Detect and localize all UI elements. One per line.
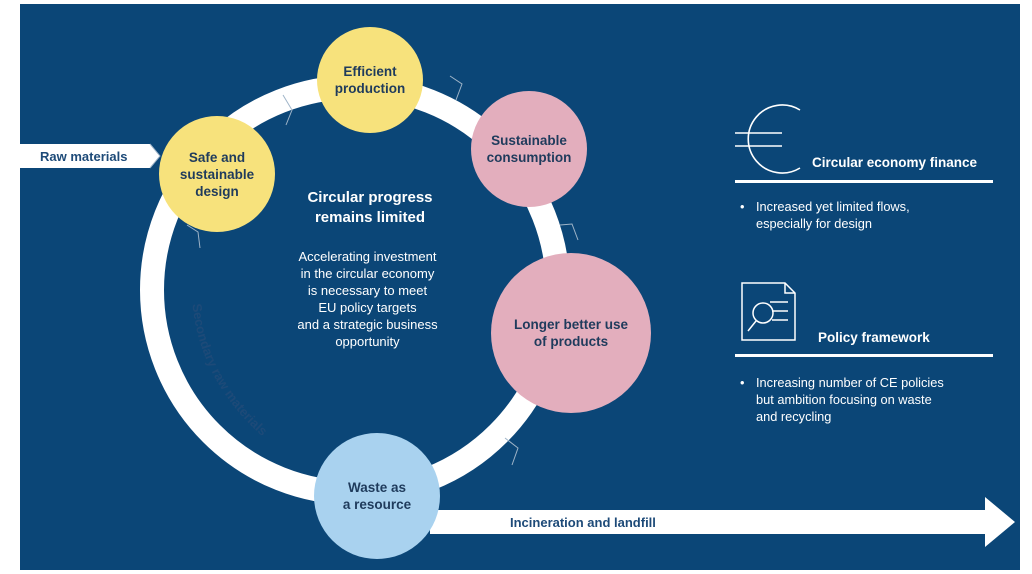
incineration-label: Incineration and landfill bbox=[510, 515, 656, 530]
raw-materials-arrow bbox=[20, 144, 160, 168]
policy-title: Policy framework bbox=[818, 330, 930, 345]
policy-bullet-text: Increasing number of CE policies but amb… bbox=[756, 375, 944, 424]
label-waste-as-resource: Waste as a resource bbox=[342, 480, 412, 512]
label-safe-sustainable-design: Safe and sustainable design bbox=[179, 149, 255, 199]
euro-icon bbox=[735, 104, 801, 174]
node-waste-as-resource bbox=[314, 433, 440, 559]
finance-title: Circular economy finance bbox=[812, 155, 978, 170]
finance-bullet-text: Increased yet limited flows, especially … bbox=[756, 199, 910, 231]
raw-materials-label: Raw materials bbox=[40, 149, 128, 164]
ring-chevrons bbox=[186, 75, 579, 466]
incineration-arrow bbox=[430, 497, 1015, 547]
node-safe-sustainable-design bbox=[159, 116, 275, 232]
document-magnifier-icon bbox=[741, 282, 796, 341]
policy-divider bbox=[735, 354, 993, 357]
node-efficient-production bbox=[317, 27, 423, 133]
center-body: Accelerating investment in the circular … bbox=[297, 249, 438, 349]
label-longer-better-use: Longer better use of products bbox=[513, 317, 629, 349]
finance-divider bbox=[735, 180, 993, 183]
node-sustainable-consumption bbox=[471, 91, 587, 207]
label-sustainable-consumption: Sustainable consumption bbox=[486, 133, 572, 165]
center-title: Circular progress remains limited bbox=[307, 189, 433, 226]
label-efficient-production: Efficient production bbox=[334, 64, 406, 96]
node-longer-better-use bbox=[491, 253, 651, 413]
